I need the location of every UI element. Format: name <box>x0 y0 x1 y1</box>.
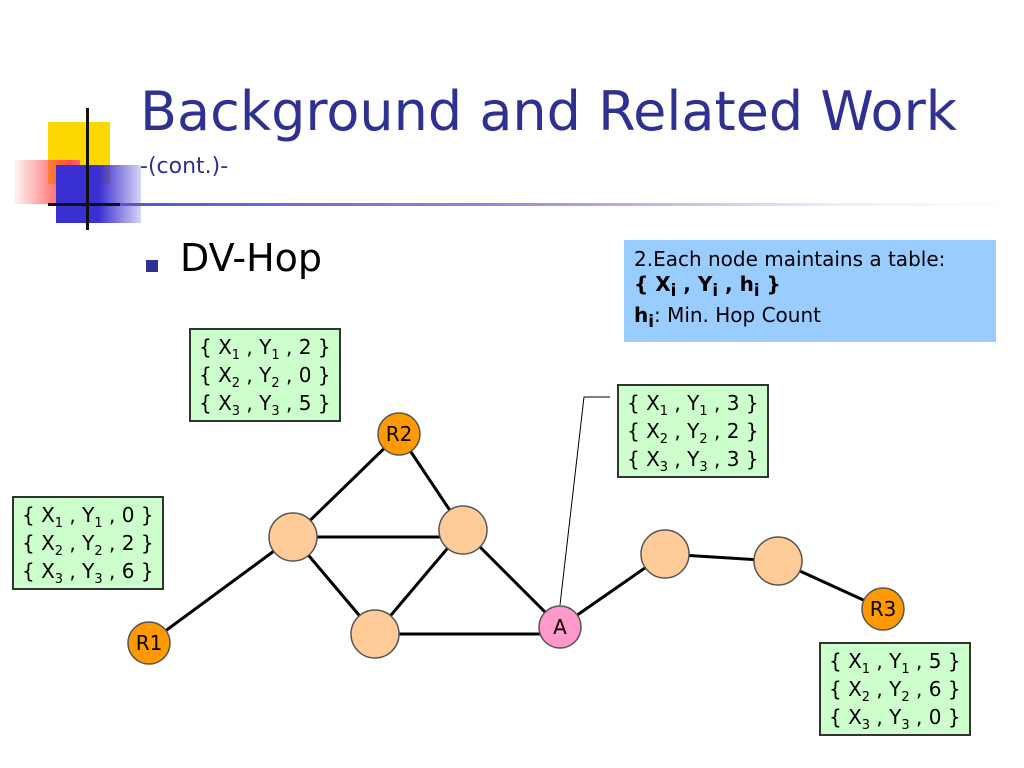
bullet-square-icon <box>146 260 158 272</box>
logo-blue-square <box>56 165 141 223</box>
target-node-a <box>538 605 582 649</box>
node-3 <box>350 609 400 659</box>
table-row: { X3 , Y3 , 0 } <box>829 705 961 733</box>
info-line-3: hi: Min. Hop Count <box>634 303 821 331</box>
node-1 <box>268 512 318 562</box>
table-row: { X1 , Y1 , 2 } <box>199 335 331 363</box>
table-row: { X1 , Y1 , 5 } <box>829 649 961 677</box>
label-r1: R1 <box>136 631 163 655</box>
logo-horizontal-line <box>48 203 138 206</box>
bullet-text: DV-Hop <box>180 236 323 280</box>
label-r2: R2 <box>386 422 413 446</box>
table-row: { X2 , Y2 , 0 } <box>199 363 331 391</box>
title-underline-rule <box>120 203 1020 206</box>
anchor-node-r3 <box>861 587 905 631</box>
label-r3: R3 <box>870 597 897 621</box>
table-row: { X2 , Y2 , 6 } <box>829 677 961 705</box>
anchor-node-r2 <box>377 412 421 456</box>
table-row: { X3 , Y3 , 6 } <box>22 559 154 587</box>
info-line-1: 2.Each node maintains a table: <box>634 247 946 271</box>
slide-subtitle: -(cont.)- <box>140 154 229 179</box>
table-row: { X1 , Y1 , 0 } <box>22 503 154 531</box>
callout-pointer <box>559 396 610 606</box>
hop-table-r2: { X1 , Y1 , 2 }{ X2 , Y2 , 0 }{ X3 , Y3 … <box>189 328 341 422</box>
node-2 <box>438 505 488 555</box>
table-row: { X3 , Y3 , 5 } <box>199 391 331 419</box>
label-a: A <box>553 615 567 639</box>
anchor-node-r1 <box>127 621 171 665</box>
table-row: { X1 , Y1 , 3 } <box>627 391 759 419</box>
logo-vertical-line <box>86 108 89 230</box>
node-5 <box>753 536 803 586</box>
hop-table-a: { X1 , Y1 , 3 }{ X2 , Y2 , 2 }{ X3 , Y3 … <box>617 384 769 478</box>
table-row: { X2 , Y2 , 2 } <box>627 419 759 447</box>
node-4 <box>640 529 690 579</box>
table-row: { X3 , Y3 , 3 } <box>627 447 759 475</box>
hop-table-r1: { X1 , Y1 , 0 }{ X2 , Y2 , 2 }{ X3 , Y3 … <box>12 496 164 590</box>
info-line-2: { Xi , Yi , hi } <box>634 272 781 300</box>
table-row: { X2 , Y2 , 2 } <box>22 531 154 559</box>
hop-table-r3: { X1 , Y1 , 5 }{ X2 , Y2 , 6 }{ X3 , Y3 … <box>819 642 971 736</box>
edge-r1-n1 <box>148 535 294 645</box>
info-callout: 2.Each node maintains a table: { Xi , Yi… <box>624 240 996 342</box>
slide-title: Background and Related Work <box>140 80 958 143</box>
